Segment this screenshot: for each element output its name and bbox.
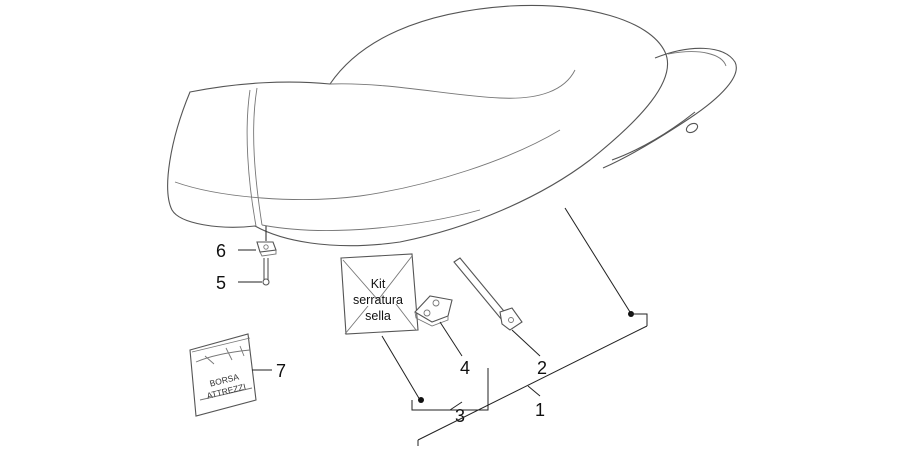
- callout-1: 1: [535, 400, 545, 420]
- kit-label-line1: Kit: [371, 277, 386, 291]
- group-bracket-1: [417, 311, 648, 446]
- callout-7: 7: [276, 361, 286, 381]
- tool-bag-part: BORSA ATTREZZI: [189, 333, 257, 417]
- kit-label-line2: serratura: [353, 293, 403, 307]
- callout-3: 3: [455, 406, 465, 426]
- callout-4: 4: [460, 358, 470, 378]
- group-bracket-3: [381, 335, 489, 411]
- callout-6: 6: [216, 241, 226, 261]
- seat: [167, 4, 737, 313]
- callout-2: 2: [537, 358, 547, 378]
- lock-cable-part: [453, 257, 541, 357]
- lock-bracket-part: [414, 295, 463, 357]
- screw-part: [262, 258, 270, 286]
- seat-lock-kit-envelope: Kit serratura sella: [340, 253, 419, 335]
- clip-nut-part: [256, 226, 277, 257]
- kit-label-line3: sella: [365, 309, 391, 323]
- callout-5: 5: [216, 273, 226, 293]
